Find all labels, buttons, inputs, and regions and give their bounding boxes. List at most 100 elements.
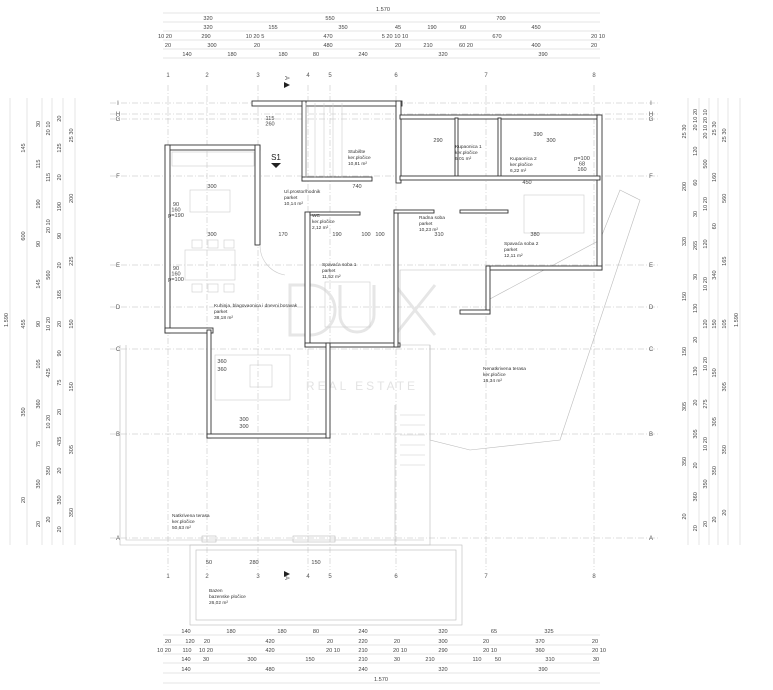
- right-dimension-label: 20: [722, 509, 728, 515]
- room-area: 50,63 m²: [172, 525, 191, 531]
- grid-column-label: 1: [166, 574, 170, 580]
- right-dimension-label: 160: [712, 173, 718, 182]
- right-dimension-label: 305: [682, 402, 688, 411]
- top-dimension-label: 670: [492, 34, 501, 40]
- bottom-dimension-label: 370: [535, 639, 544, 645]
- left-dimension-label: 20: [57, 174, 63, 180]
- opening-spec-line: 68: [579, 162, 585, 168]
- top-dimension-label: 60: [460, 25, 466, 31]
- bottom-dimension-label: 10 20: [199, 648, 213, 654]
- room-name: Nenatkrivena terasa: [483, 366, 526, 372]
- bottom-dimension-label: 420: [265, 648, 274, 654]
- opening-spec-line: 160: [577, 167, 586, 173]
- room-finish: ker.pločice: [172, 519, 195, 525]
- bottom-dimension-label: 320: [438, 667, 447, 673]
- axis-label-top: A: [283, 76, 289, 80]
- right-dimension-label: 10 20: [703, 357, 709, 371]
- left-dimension-label: 150: [69, 382, 75, 391]
- left-dimension-label: 600: [21, 231, 27, 240]
- axis-label-bottom: A: [283, 576, 289, 580]
- right-dimension-label: 20 10 20 10: [703, 109, 709, 139]
- top-dimension-label: 5 20 10 10: [382, 34, 408, 40]
- grid-column-label: 2: [205, 574, 209, 580]
- interior-dimension: 380: [530, 232, 539, 238]
- right-dimension-label: 20: [682, 513, 688, 519]
- room-label: Kuhinja, blagovaonica i dnevni boravakpa…: [214, 303, 298, 321]
- right-dimension-label: 350: [682, 457, 688, 466]
- right-dimension-label: 350: [722, 445, 728, 454]
- right-dimension-label: 20: [693, 399, 699, 405]
- right-dimension-label: 20: [693, 525, 699, 531]
- grid-row-label: A: [116, 536, 120, 542]
- bottom-dimension-label: 20: [204, 639, 210, 645]
- right-dimension-label: 25 30: [682, 125, 688, 139]
- left-dimension-label: 90: [57, 350, 63, 356]
- interior-dimension: 100: [375, 232, 384, 238]
- left-dimension-label: 90: [36, 241, 42, 247]
- left-dimension-label: 20: [57, 116, 63, 122]
- right-dimension-label: 150: [712, 368, 718, 377]
- interior-dimension: 310: [434, 232, 443, 238]
- left-dimension-label: 115: [36, 160, 42, 169]
- room-area: 10,81 m²: [348, 161, 367, 167]
- room-name: Bazen: [209, 588, 223, 594]
- room-finish: ker.pločice: [455, 150, 478, 156]
- bottom-dimension-label: 80: [313, 629, 319, 635]
- bottom-dimension-label: 110: [473, 657, 482, 663]
- room-finish: parket: [504, 247, 518, 253]
- grid-row-label: I: [117, 101, 119, 107]
- grid-row-label: H: [116, 112, 120, 118]
- room-name: Natkrivena terasa: [172, 513, 210, 519]
- bottom-dimension-label: 300: [247, 657, 256, 663]
- right-dimension-label: 20: [703, 521, 709, 527]
- left-dimension-label: 455: [21, 319, 27, 328]
- left-dimension-label: 20: [57, 321, 63, 327]
- bottom-dimension-label: 20 10: [592, 648, 606, 654]
- bottom-dimension-label: 140: [181, 657, 190, 663]
- left-dimension-label: 20: [57, 526, 63, 532]
- grid-row-label: C: [649, 347, 654, 353]
- opening-spec-line: 90: [173, 266, 179, 272]
- left-dimension-label: 20: [57, 262, 63, 268]
- left-dimension-label: 350: [46, 466, 52, 475]
- right-dimension-label: 25 30: [712, 121, 718, 135]
- left-dimension-label: 125: [57, 143, 63, 152]
- left-dimension-label: 150: [69, 319, 75, 328]
- bottom-dimension-label: 20 10: [393, 648, 407, 654]
- bottom-dimension-label: 220: [358, 639, 367, 645]
- interior-dimension: 740: [352, 184, 361, 190]
- right-dimension-label: 10 20: [703, 437, 709, 451]
- room-area: 26,02 m²: [209, 600, 228, 606]
- left-dimension-label: 20: [21, 497, 27, 503]
- left-dimension-label: 75: [57, 380, 63, 386]
- right-dimension-label: 30: [693, 211, 699, 217]
- top-dimension-label: 320: [203, 16, 212, 22]
- bottom-dimension-label: 20: [592, 639, 598, 645]
- right-dimension-label: 305: [693, 429, 699, 438]
- room-finish: ker.pločice: [483, 372, 506, 378]
- grid-row-label: E: [116, 263, 120, 269]
- room-area: 10,23 m²: [419, 227, 438, 233]
- grid-row-label: G: [116, 117, 121, 123]
- top-dimension-label: 180: [278, 52, 287, 58]
- right-dimension-label: 60: [712, 223, 718, 229]
- room-name: Spavaća soba 1: [322, 262, 357, 268]
- room-area: 10,14 m²: [284, 201, 303, 207]
- top-dimension-label: 390: [538, 52, 547, 58]
- left-dimension-label: 20: [57, 409, 63, 415]
- right-dimension-label: 30: [693, 274, 699, 280]
- top-dimension-label: 155: [268, 25, 277, 31]
- top-dimension-label: 240: [358, 52, 367, 58]
- top-dimension-label: 450: [531, 25, 540, 31]
- grid-row-label: B: [649, 432, 653, 438]
- left-dimension-label: 425: [46, 368, 52, 377]
- top-dimension-label: 1.570: [376, 7, 390, 13]
